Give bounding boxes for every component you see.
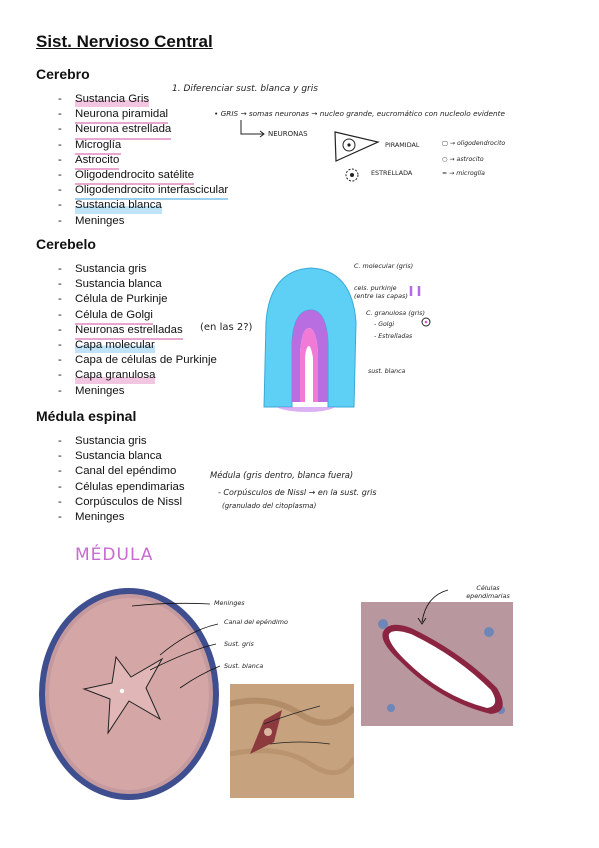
ependymal-pointer (417, 589, 449, 625)
note-c-molecular: C. molecular (gris) (354, 262, 414, 270)
spinal-cord-pointers (131, 602, 221, 689)
note-oligo: ▢ → oligodendrocito (442, 140, 506, 147)
note-cels-purkinje: cels. purkinje (entre las capas) (354, 284, 408, 300)
note-sust-blanca: sust. blanca (368, 368, 406, 375)
note-estrelladas: - Estrelladas (374, 333, 413, 340)
heading-cerebelo: Cerebelo (36, 236, 96, 252)
heading-cerebro: Cerebro (36, 66, 90, 82)
note-medula-1: Médula (gris dentro, blanca fuera) (210, 470, 354, 480)
medula-handwritten-title: MÉDULA (75, 545, 154, 565)
purkinje-icon (409, 286, 421, 296)
note-c-granulosa: C. granulosa (gris) (366, 309, 425, 317)
label-sust-gris: Sust. gris (224, 640, 254, 648)
label-sust-blanca: Sust. blanca (224, 662, 264, 670)
golgi-icon (421, 317, 431, 327)
label-ependimarias: Células ependimarias (466, 584, 510, 600)
arrow-icon (240, 120, 265, 138)
heading-medula: Médula espinal (36, 408, 137, 424)
label-meninges: Meninges (214, 599, 245, 607)
note-gris-line: • GRIS → somas neuronas → nucleo grande,… (214, 109, 506, 118)
note-astrocito: ○ → astrocito (442, 156, 484, 163)
note-neuronas: NEURONAS (268, 130, 308, 138)
ependymal-micrograph-image (361, 602, 513, 726)
note-piramidal: PIRAMIDAL (385, 141, 420, 149)
note-microglia: ≈ → microglía (442, 170, 485, 177)
note-golgi: - Golgi (374, 321, 395, 328)
note-en-las-2: (en las 2?) (200, 322, 253, 333)
note-medula-2: - Corpúsculos de Nissl → en la sust. gri… (218, 488, 377, 497)
cerebellum-diagram (263, 267, 357, 412)
spinal-cord-image (39, 588, 219, 800)
note-medula-3: (granulado del citoplasma) (222, 502, 317, 510)
label-canal: Canal del epéndimo (224, 618, 288, 626)
stellate-neuron-icon (345, 168, 359, 182)
page-title: Sist. Nervioso Central (36, 32, 213, 51)
note-estrellada: ESTRELLADA (371, 169, 413, 177)
nissl-micrograph-image (230, 684, 354, 798)
note-diferenciar: 1. Diferenciar sust. blanca y gris (172, 84, 318, 94)
pyramidal-neuron-icon (334, 131, 380, 162)
